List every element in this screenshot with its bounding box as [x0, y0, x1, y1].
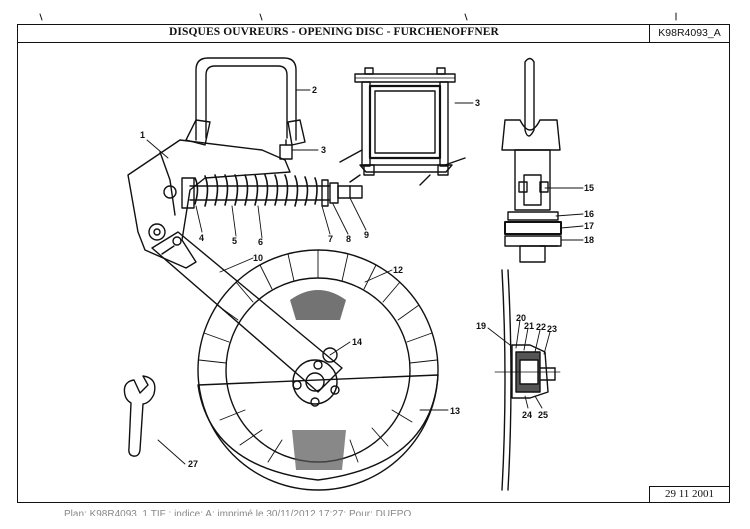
spanner-wrench: [123, 375, 156, 457]
callout-16: 16: [584, 209, 594, 219]
callout-2: 2: [312, 85, 317, 95]
callout-23: 23: [547, 324, 557, 334]
callout-27: 27: [188, 459, 198, 469]
callout-numbers: 1 2 3 3 4 5 6 7 8 9 10 12 13 14 15 16 17…: [140, 85, 594, 469]
callout-13: 13: [450, 406, 460, 416]
callout-21: 21: [524, 321, 534, 331]
callout-20: 20: [516, 313, 526, 323]
disc-serrations: [198, 249, 438, 463]
spring-coils: [194, 174, 318, 207]
callout-1: 1: [140, 130, 145, 140]
u-bolt-bracket: [185, 57, 306, 160]
date-cell: 29 11 2001: [649, 486, 729, 502]
callout-10: 10: [253, 253, 263, 263]
callout-12: 12: [393, 265, 403, 275]
callout-15: 15: [584, 183, 594, 193]
arm-and-spring-assembly: [127, 139, 363, 269]
callout-22: 22: [536, 322, 546, 332]
reference-cell: K98R4093_A: [649, 25, 729, 42]
bearing-section-view: [494, 269, 561, 491]
drawing-title: DISQUES OUVREURS - OPENING DISC - FURCHE…: [169, 26, 499, 38]
callout-4: 4: [199, 233, 204, 243]
print-footer: Plan: K98R4093_1.TIF ; indice: A; imprim…: [64, 509, 412, 516]
callout-9: 9: [364, 230, 369, 240]
drawing-reference: K98R4093_A: [658, 27, 721, 39]
drawing-date: 29 11 2001: [664, 488, 715, 500]
callout-6: 6: [258, 237, 263, 247]
tube-section-view: [339, 67, 466, 186]
callout-3-bracket: 3: [321, 145, 326, 155]
opening-disc: [197, 249, 439, 491]
disc-arm: [151, 231, 343, 393]
callout-17: 17: [584, 221, 594, 231]
callout-7: 7: [328, 234, 333, 244]
drawing-frame: DISQUES OUVREURS - OPENING DISC - FURCHE…: [17, 24, 730, 503]
callout-3-tube: 3: [475, 98, 480, 108]
title-block: DISQUES OUVREURS - OPENING DISC - FURCHE…: [18, 25, 729, 43]
scan-marks: [39, 12, 677, 21]
side-elevation-view: [501, 57, 562, 263]
callout-24: 24: [522, 410, 532, 420]
leader-lines: [146, 89, 584, 465]
callout-8: 8: [346, 234, 351, 244]
callout-19: 19: [476, 321, 486, 331]
callout-18: 18: [584, 235, 594, 245]
callout-25: 25: [538, 410, 548, 420]
callout-14: 14: [352, 337, 362, 347]
callout-5: 5: [232, 236, 237, 246]
